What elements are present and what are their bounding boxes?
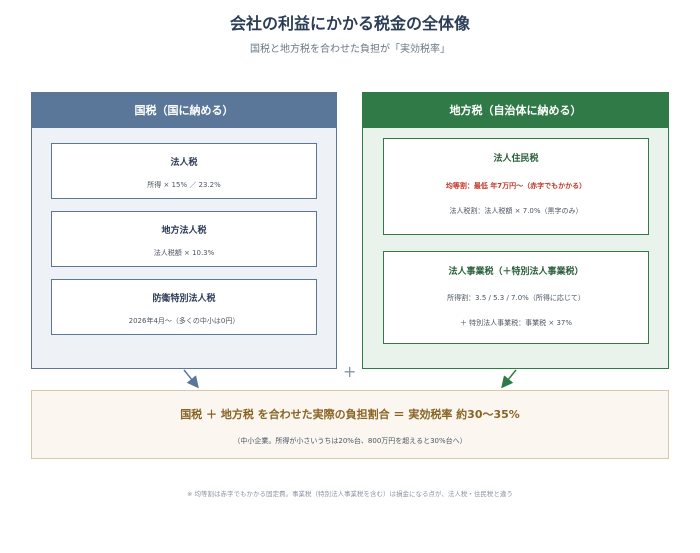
special-enterprise-tax-line: ＋ 特別法人事業税：事業税 × 37% xyxy=(459,319,573,327)
local-corporate-tax-title: 地方法人税 xyxy=(161,226,207,236)
local-tax-header: 地方税（自治体に納める） xyxy=(363,93,668,128)
enterprise-tax-box: 法人事業税（＋特別法人事業税） 所得割：3.5 / 5.3 / 7.0%（所得に… xyxy=(383,251,649,344)
national-arrow xyxy=(183,369,199,389)
local-corporate-tax-box: 地方法人税 法人税額 × 10.3% xyxy=(51,211,317,267)
plus-sign: + xyxy=(343,362,357,381)
local-corporate-tax-rate: 法人税額 × 10.3% xyxy=(153,249,215,257)
corporate-tax-rate: 所得 × 15% ／ 23.2% xyxy=(147,181,221,189)
income-levy-line: 所得割：3.5 / 5.3 / 7.0%（所得に応じて） xyxy=(447,294,585,302)
corporate-tax-box: 法人税 所得 × 15% ／ 23.2% xyxy=(51,143,317,199)
defense-corporate-tax-title: 防衛特別法人税 xyxy=(152,294,216,304)
corporate-tax-levy-line: 法人税割：法人税額 × 7.0%（黒字のみ） xyxy=(449,207,583,215)
corporate-tax-title: 法人税 xyxy=(170,158,198,168)
enterprise-tax-title: 法人事業税（＋特別法人事業税） xyxy=(448,267,584,277)
footnote: ※ 均等割は赤字でもかかる固定費。事業税（特別法人事業税を含む）は損金になる点が… xyxy=(187,490,513,498)
local-tax-panel: 地方税（自治体に納める） 法人住民税 均等割：最低 年7万円〜（赤字でもかかる）… xyxy=(362,92,669,369)
national-tax-panel: 国税（国に納める） 法人税 所得 × 15% ／ 23.2% 地方法人税 法人税… xyxy=(31,92,337,369)
defense-corporate-tax-note: 2026年4月〜（多くの中小は0円） xyxy=(128,317,240,325)
page-subtitle: 国税と地方税を合わせた負担が「実効税率」 xyxy=(250,44,450,55)
per-capita-levy-line: 均等割：最低 年7万円〜（赤字でもかかる） xyxy=(445,182,587,190)
defense-corporate-tax-box: 防衛特別法人税 2026年4月〜（多くの中小は0円） xyxy=(51,279,317,335)
page-title: 会社の利益にかかる税金の全体像 xyxy=(229,14,470,33)
effective-tax-rate-box: 国税 ＋ 地方税 を合わせた実際の負担割合 ＝ 実効税率 約30〜35% （中小… xyxy=(31,390,669,459)
local-arrow xyxy=(501,369,517,389)
national-tax-header: 国税（国に納める） xyxy=(32,93,336,128)
resident-tax-title: 法人住民税 xyxy=(493,154,539,164)
resident-tax-box: 法人住民税 均等割：最低 年7万円〜（赤字でもかかる） 法人税割：法人税額 × … xyxy=(383,138,649,235)
effective-tax-rate-note: （中小企業。所得が小さいうちは20%台、800万円を超えると30%台へ） xyxy=(233,437,467,445)
effective-tax-rate-summary: 国税 ＋ 地方税 を合わせた実際の負担割合 ＝ 実効税率 約30〜35% xyxy=(180,408,520,421)
